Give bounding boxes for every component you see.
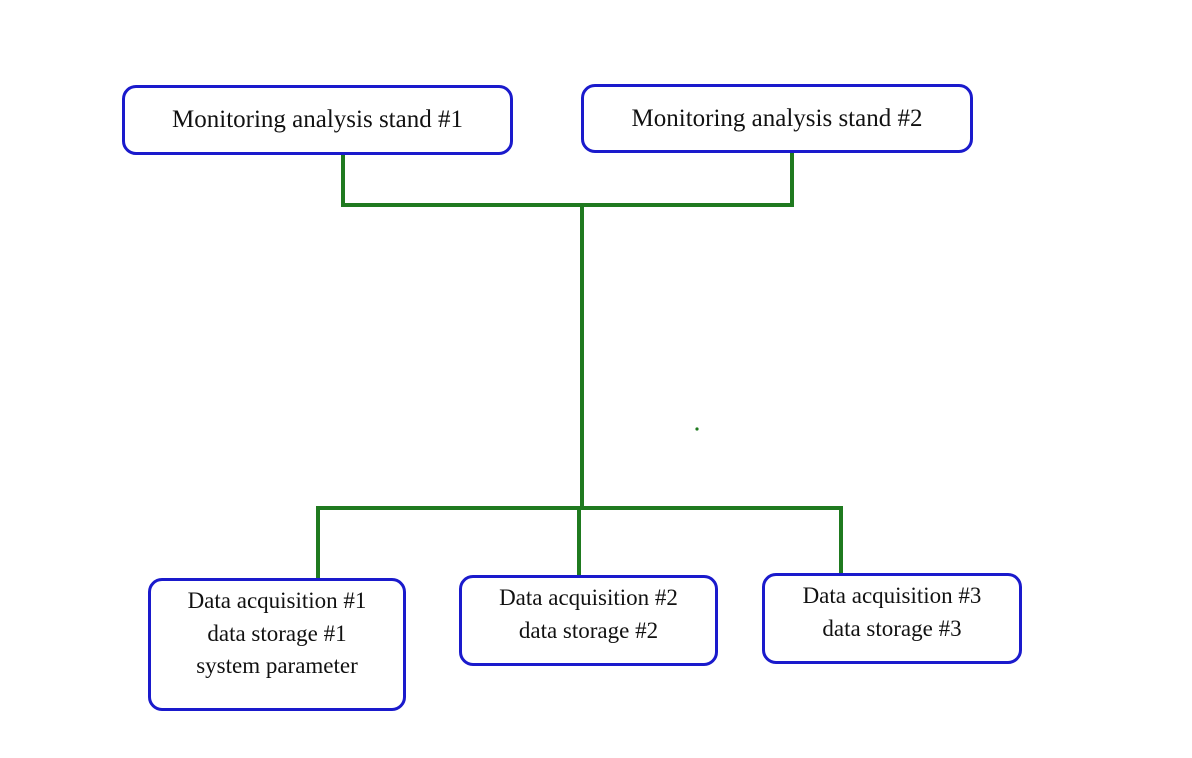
data-acquisition-3-node: Data acquisition #3 data storage #3 (762, 573, 1022, 664)
data-acquisition-3-line-1: Data acquisition #3 (802, 583, 982, 608)
monitoring-stand-2-label: Monitoring analysis stand #2 (631, 104, 923, 132)
stray-dot (695, 427, 699, 431)
monitoring-stand-2-node: Monitoring analysis stand #2 (581, 84, 973, 153)
data-acquisition-2-node: Data acquisition #2 data storage #2 (459, 575, 718, 666)
data-acquisition-1-node: Data acquisition #1 data storage #1 syst… (148, 578, 406, 711)
data-acquisition-2-line-1: Data acquisition #2 (499, 585, 678, 610)
data-acquisition-3-line-2: data storage #3 (822, 615, 962, 641)
data-acquisition-1-line-2: data storage #1 (207, 620, 347, 646)
data-acquisition-1-line-3: system parameter (196, 653, 358, 679)
monitoring-stand-1-label: Monitoring analysis stand #1 (172, 106, 463, 133)
monitoring-stand-1-node: Monitoring analysis stand #1 (122, 85, 513, 155)
data-acquisition-1-line-1: Data acquisition #1 (187, 588, 367, 613)
data-acquisition-2-line-2: data storage #2 (518, 617, 659, 643)
